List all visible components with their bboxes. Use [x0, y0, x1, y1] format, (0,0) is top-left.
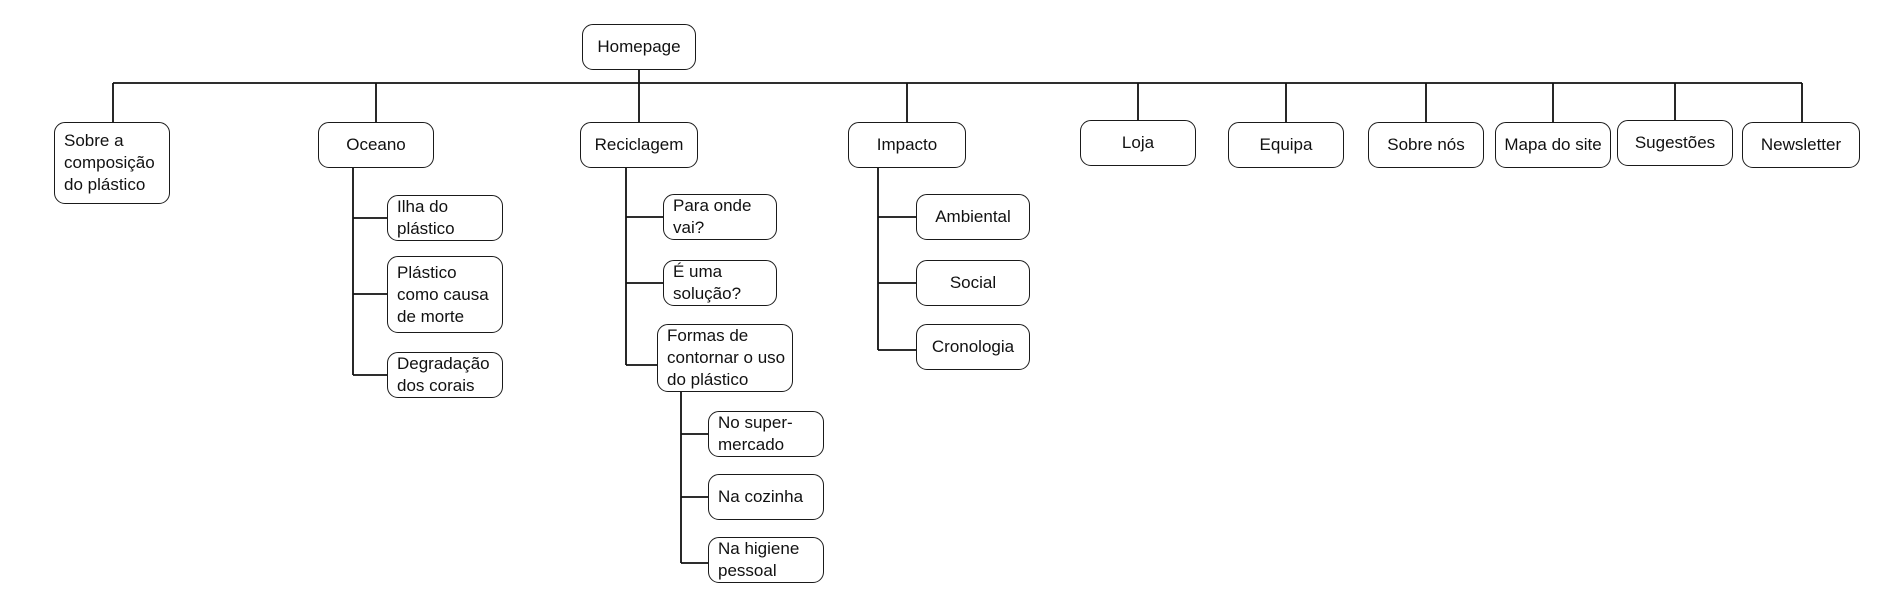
node-text: Sobre a	[64, 131, 124, 150]
node-text: Para onde	[673, 196, 752, 215]
node-sugestoes: Sugestões	[1617, 120, 1733, 166]
node-formas-de-contornar: Formas de contornar o uso do plástico	[657, 324, 793, 392]
node-loja: Loja	[1080, 120, 1196, 166]
node-newsletter: Newsletter	[1742, 122, 1860, 168]
node-text: Ilha do	[397, 197, 449, 216]
node-e-uma-solucao: É uma solução?	[663, 260, 777, 306]
node-reciclagem: Reciclagem	[580, 122, 698, 168]
node-mapa-do-site: Mapa do site	[1495, 122, 1611, 168]
node-social: Social	[916, 260, 1030, 306]
node-text: Sugestões	[1634, 133, 1716, 152]
node-text: Sobre nós	[1387, 135, 1465, 154]
node-text: contornar o uso	[667, 348, 786, 367]
node-ambiental: Ambiental	[916, 194, 1030, 240]
node-text: No super-	[718, 413, 793, 432]
node-sobre-nos: Sobre nós	[1368, 122, 1484, 168]
node-text: Oceano	[346, 135, 406, 154]
node-text: do plástico	[667, 370, 749, 389]
node-plastico-como-causa-de-morte: Plástico como causa de morte	[387, 256, 503, 333]
node-text: plástico	[397, 219, 455, 238]
node-text: É uma	[673, 262, 723, 281]
node-text: solução?	[673, 284, 742, 303]
node-homepage: Homepage	[582, 24, 696, 70]
node-no-supermercado: No super- mercado	[708, 411, 824, 457]
node-text: Equipa	[1259, 135, 1313, 154]
node-text: pessoal	[718, 561, 777, 580]
node-text: como causa	[397, 284, 489, 304]
node-text: vai?	[673, 218, 705, 237]
node-text: Degradação	[397, 354, 490, 373]
node-text: Reciclagem	[594, 135, 684, 154]
node-text: de morte	[397, 306, 465, 326]
node-text: Impacto	[876, 135, 938, 154]
node-degradacao-dos-corais: Degradação dos corais	[387, 352, 503, 398]
node-para-onde-vai: Para onde vai?	[663, 194, 777, 240]
node-na-higiene-pessoal: Na higiene pessoal	[708, 537, 824, 583]
node-impacto: Impacto	[848, 122, 966, 168]
node-text: Na higiene	[718, 539, 800, 558]
node-text: mercado	[718, 435, 785, 454]
node-text: Ambiental	[935, 207, 1011, 226]
node-text: Social	[949, 273, 997, 292]
node-text: Na cozinha	[718, 487, 804, 506]
node-equipa: Equipa	[1228, 122, 1344, 168]
node-text: Loja	[1121, 133, 1155, 152]
node-text: Newsletter	[1760, 135, 1842, 154]
node-text: Plástico	[397, 262, 457, 282]
node-text: composição	[64, 153, 155, 172]
node-cronologia: Cronologia	[916, 324, 1030, 370]
node-text: do plástico	[64, 175, 146, 194]
node-text: dos corais	[397, 376, 475, 395]
node-na-cozinha: Na cozinha	[708, 474, 824, 520]
node-sobre-a-composicao: Sobre a composição do plástico	[54, 122, 170, 204]
node-text: Homepage	[597, 37, 681, 56]
node-oceano: Oceano	[318, 122, 434, 168]
node-text: Formas de	[667, 326, 749, 345]
node-text: Cronologia	[931, 337, 1015, 356]
node-ilha-do-plastico: Ilha do plástico	[387, 195, 503, 241]
node-text: Mapa do site	[1504, 135, 1602, 154]
